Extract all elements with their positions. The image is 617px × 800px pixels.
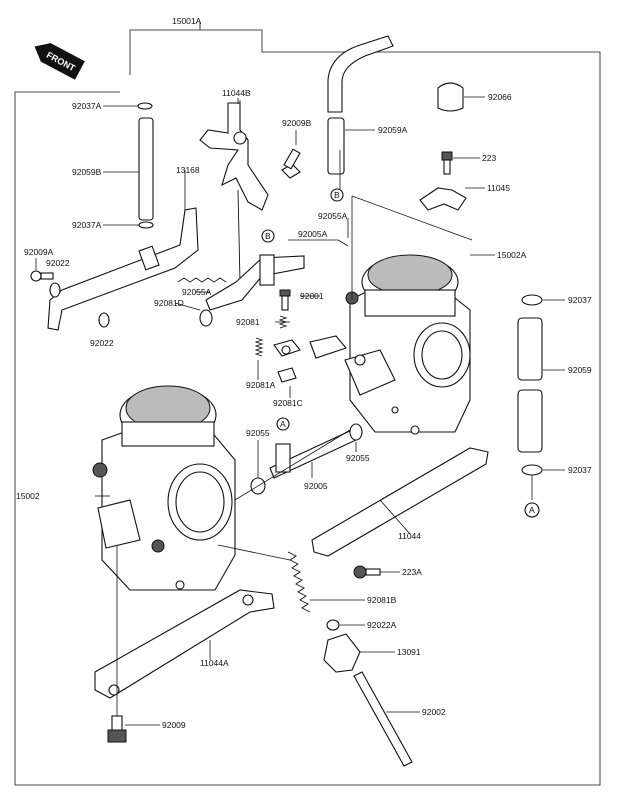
fitting-13091-part (323, 633, 395, 673)
label-11044: 11044 (398, 531, 421, 541)
label-92002: 92002 (422, 707, 446, 717)
label-11044A: 11044A (200, 658, 229, 668)
label-92037-top: 92037 (568, 295, 592, 305)
front-arrow-icon: FRONT (34, 43, 85, 80)
carburetor-15002 (92, 385, 236, 591)
label-92005A: 92005A (298, 229, 328, 239)
ref-a1: A (280, 419, 286, 429)
label-223A: 223A (402, 567, 422, 577)
label-92059: 92059 (568, 365, 592, 375)
ref-b2: B (334, 190, 340, 200)
tube-92059B-part (103, 102, 154, 229)
label-92022A: 92022A (367, 620, 397, 630)
label-92001: 92001 (300, 291, 324, 301)
bracket-13168-part (47, 170, 199, 331)
label-15002A: 15002A (497, 250, 527, 260)
ref-circle-a2: A (0, 0, 6, 2)
spring-92081B-part (287, 551, 365, 613)
label-92022-top: 92022 (46, 258, 70, 268)
label-92059B: 92059B (72, 167, 102, 177)
rod-92002-part (353, 671, 420, 767)
bracket-11045-part (419, 187, 485, 211)
spring-92081A-part (254, 337, 264, 357)
screw-92009A-part (30, 258, 54, 282)
label-92081A: 92081A (246, 380, 276, 390)
ref-a3: A (529, 505, 535, 515)
bracket-11044-part (311, 447, 489, 557)
leader-lines: B (174, 98, 473, 561)
pipe-92005A-part: B (259, 229, 349, 286)
label-92022-bot: 92022 (90, 338, 114, 348)
screw-92009B-part (281, 130, 301, 179)
label-15002: 15002 (16, 491, 40, 501)
part-labels: 15001A 92066 11044B 92037A 92009B 92059A… (16, 16, 592, 730)
label-92081: 92081 (236, 317, 260, 327)
screw-92081C-part (277, 367, 297, 383)
label-92037-bot: 92037 (568, 465, 592, 475)
bracket-11044B-part (199, 100, 269, 211)
screw-223A-part (353, 565, 400, 579)
label-92037A-top: 92037A (72, 101, 102, 111)
assembly-outline (14, 29, 601, 786)
label-92005: 92005 (304, 481, 328, 491)
label-92055-left: 92055 (246, 428, 270, 438)
washer-92022A-part (326, 619, 365, 631)
spring-92081-part (273, 315, 301, 357)
washer-92022-part (49, 282, 110, 328)
label-11044B: 11044B (222, 88, 251, 98)
label-92009A: 92009A (24, 247, 54, 257)
spring-part (177, 189, 305, 327)
bracket-11044A-part (94, 589, 275, 699)
label-92009: 92009 (162, 720, 186, 730)
label-92081C: 92081C (273, 398, 303, 408)
label-92059A: 92059A (378, 125, 408, 135)
label-13168: 13168 (176, 165, 200, 175)
label-92081B: 92081B (367, 595, 397, 605)
label-15001A: 15001A (172, 16, 202, 26)
carburetor-15002A (309, 254, 495, 435)
label-92081D: 92081D (154, 298, 184, 308)
label-92055A-top: 92055A (318, 211, 348, 221)
label-92066: 92066 (488, 92, 512, 102)
vent-hose-part (327, 35, 394, 175)
label-223: 223 (482, 153, 496, 163)
screw-92009-part (107, 545, 160, 743)
label-92009B: 92009B (282, 118, 312, 128)
label-92055A-mid: 92055A (182, 287, 212, 297)
label-13091: 13091 (397, 647, 421, 657)
cap-part (437, 82, 485, 112)
label-11045: 11045 (487, 183, 510, 193)
screw-223-part (441, 151, 480, 175)
ref-b1: B (265, 231, 271, 241)
tube-92059-part: A (517, 294, 565, 518)
label-92055-right: 92055 (346, 453, 370, 463)
screw-92001-part (279, 289, 291, 311)
label-92037A-mid: 92037A (72, 220, 102, 230)
